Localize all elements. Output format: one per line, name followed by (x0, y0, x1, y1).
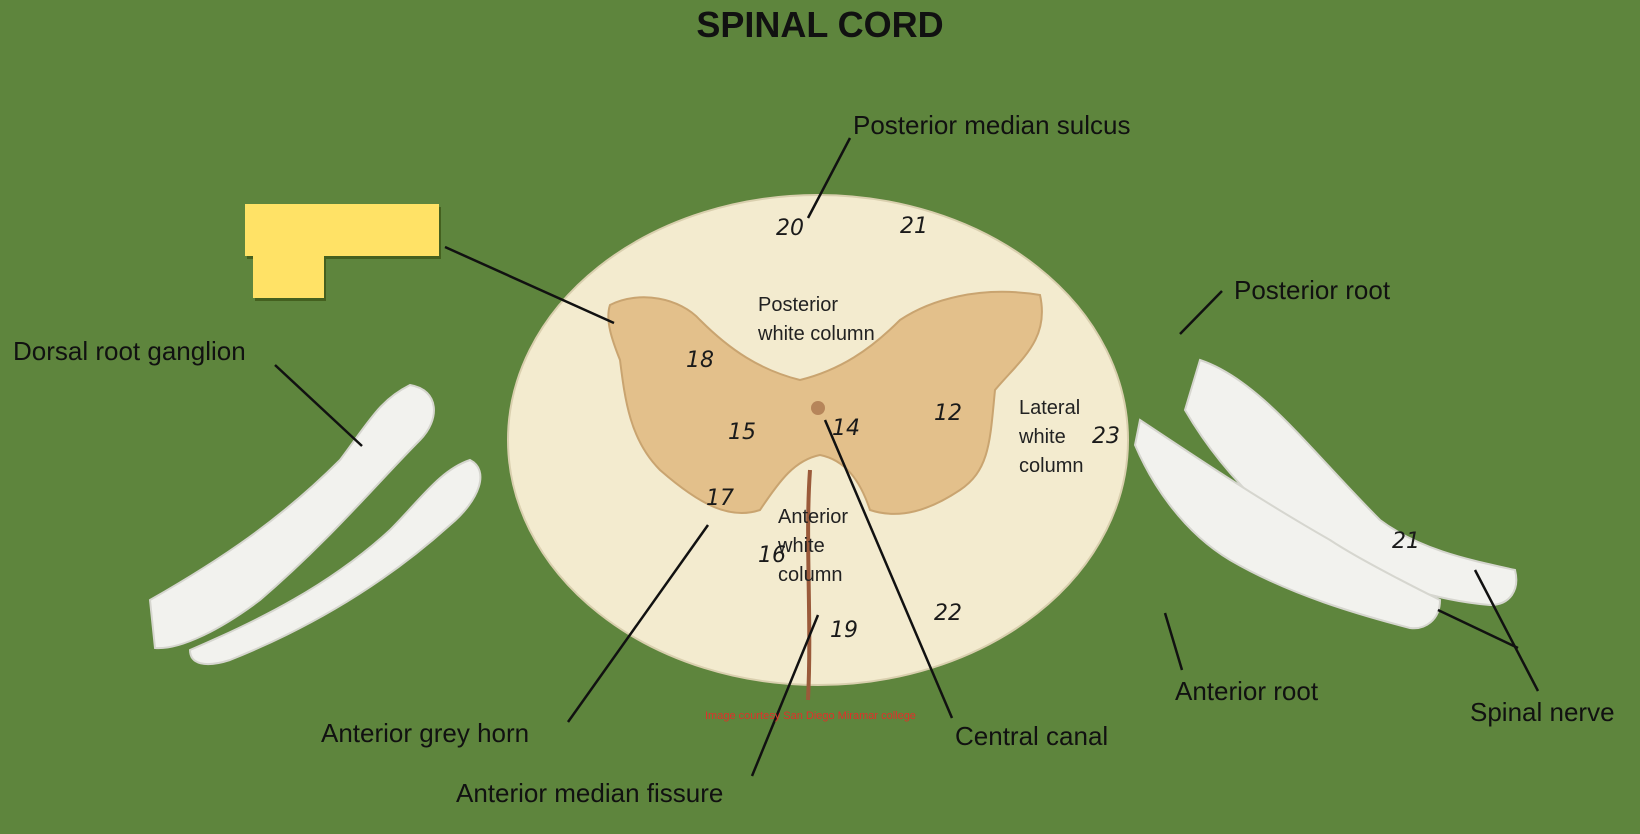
label-spinal-nerve: Spinal nerve (1470, 697, 1615, 727)
inner-label-lateral-white-column: Lateral white column (1019, 394, 1083, 481)
diagram-title: SPINAL CORD (696, 4, 944, 45)
right-spinal-nerve (1133, 358, 1518, 630)
model-number: 22 (934, 601, 962, 626)
model-number: 16 (758, 543, 786, 568)
inner-line-3: column (1019, 455, 1084, 477)
inner-label-posterior-white-column: Posterior white column (758, 291, 875, 349)
label-cover-sticky-note (245, 204, 439, 256)
model-number: 18 (686, 348, 714, 373)
label-anterior-root: Anterior root (1175, 676, 1319, 706)
image-credit: Image courtesy San Diego Miramar college (705, 710, 916, 722)
model-number: 20 (776, 216, 804, 241)
central-canal-shape (811, 401, 825, 415)
inner-line-1: Anterior (778, 506, 849, 528)
label-anterior-grey-horn: Anterior grey horn (321, 718, 530, 748)
inner-line-2: white (778, 535, 825, 557)
left-spinal-nerve (148, 383, 482, 666)
model-number: 21 (900, 214, 928, 239)
grey-matter (607, 290, 1043, 515)
label-anterior-median-fissure: Anterior median fissure (456, 778, 724, 808)
inner-label-anterior-white-column: Anterior white column (778, 503, 848, 590)
label-central-canal: Central canal (955, 721, 1109, 751)
label-dorsal-root-ganglion: Dorsal root ganglion (13, 336, 246, 366)
model-number: 23 (1092, 424, 1120, 449)
inner-line-2: white column (758, 323, 875, 345)
label-cover-sticky-tab (253, 253, 324, 298)
model-number: 17 (706, 486, 734, 511)
median-fissure-shape (806, 469, 812, 701)
model-number: 12 (934, 401, 962, 426)
label-posterior-root: Posterior root (1234, 275, 1391, 305)
model-number: 19 (830, 618, 858, 643)
leader-lines (274, 137, 1540, 777)
inner-line-1: Posterior (758, 294, 839, 316)
inner-line-1: Lateral (1019, 397, 1081, 419)
inner-line-3: column (778, 564, 843, 586)
model-number: 14 (832, 416, 860, 441)
inner-line-2: white (1019, 426, 1066, 448)
model-number: 21 (1392, 529, 1420, 554)
label-posterior-median-sulcus: Posterior median sulcus (853, 110, 1131, 140)
model-number: 15 (728, 420, 756, 445)
